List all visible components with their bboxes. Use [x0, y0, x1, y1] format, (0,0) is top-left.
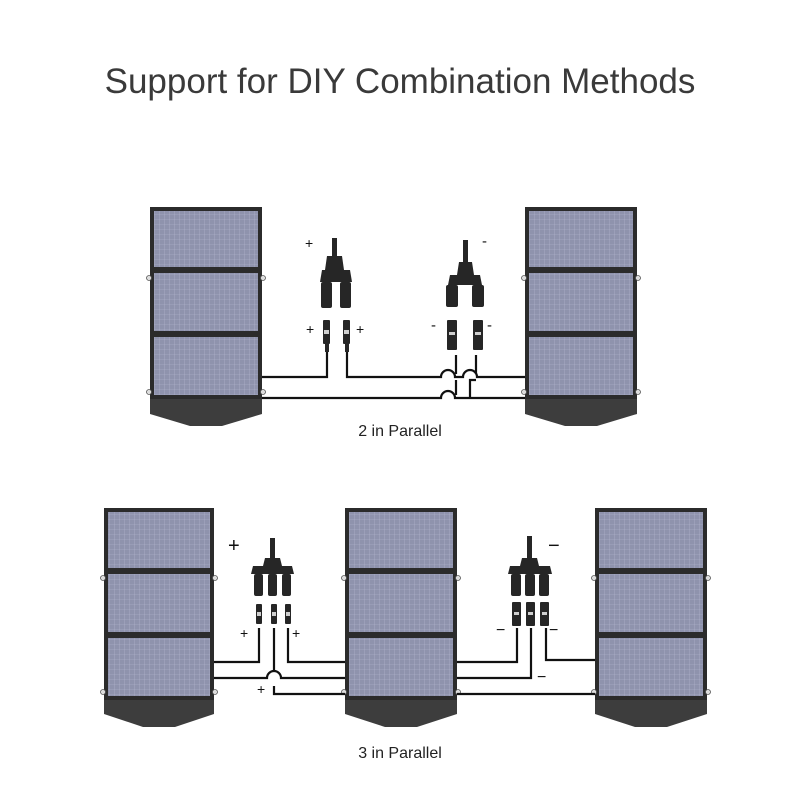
two-parallel-caption: 2 in Parallel — [358, 423, 442, 440]
solar-panel-3-middle — [341, 508, 461, 727]
negative-3-wire-label: − — [537, 669, 546, 686]
positive-3-connector-left-label: + — [240, 625, 248, 641]
negative-3-connector-left-label: − — [496, 622, 505, 639]
negative-connector-left-label: - — [431, 317, 436, 334]
solar-panel-right — [521, 207, 641, 426]
positive-3-branch-connector — [251, 538, 294, 624]
negative-3-connector-right-label: − — [549, 622, 558, 639]
two-parallel-group: + + + - - - — [146, 207, 641, 426]
positive-3-wire-label: + — [257, 681, 265, 697]
negative-3-connector-top-label: − — [548, 535, 560, 557]
solar-panel-3-right — [591, 508, 711, 727]
page-title: Support for DIY Combination Methods — [104, 62, 696, 101]
positive-3-connector-top-label: + — [228, 535, 240, 557]
solar-panel-left — [146, 207, 266, 426]
negative-3-branch-connector — [508, 536, 552, 626]
negative-connector-top-label: - — [482, 233, 487, 250]
three-parallel-caption: 3 in Parallel — [358, 745, 442, 762]
positive-connector-right-label: + — [356, 321, 364, 337]
three-parallel-group: + + + + − − − − — [100, 508, 711, 727]
positive-connector-left-label: + — [306, 321, 314, 337]
negative-connector-right-label: - — [487, 317, 492, 334]
wires-three-parallel — [214, 628, 595, 696]
positive-connector-top-label: + — [305, 235, 313, 251]
positive-y-branch-connector — [320, 238, 352, 352]
positive-3-connector-right-label: + — [292, 625, 300, 641]
wires-two-parallel — [262, 352, 525, 400]
negative-y-branch-connector — [446, 240, 484, 350]
solar-panel-3-left — [100, 508, 218, 727]
